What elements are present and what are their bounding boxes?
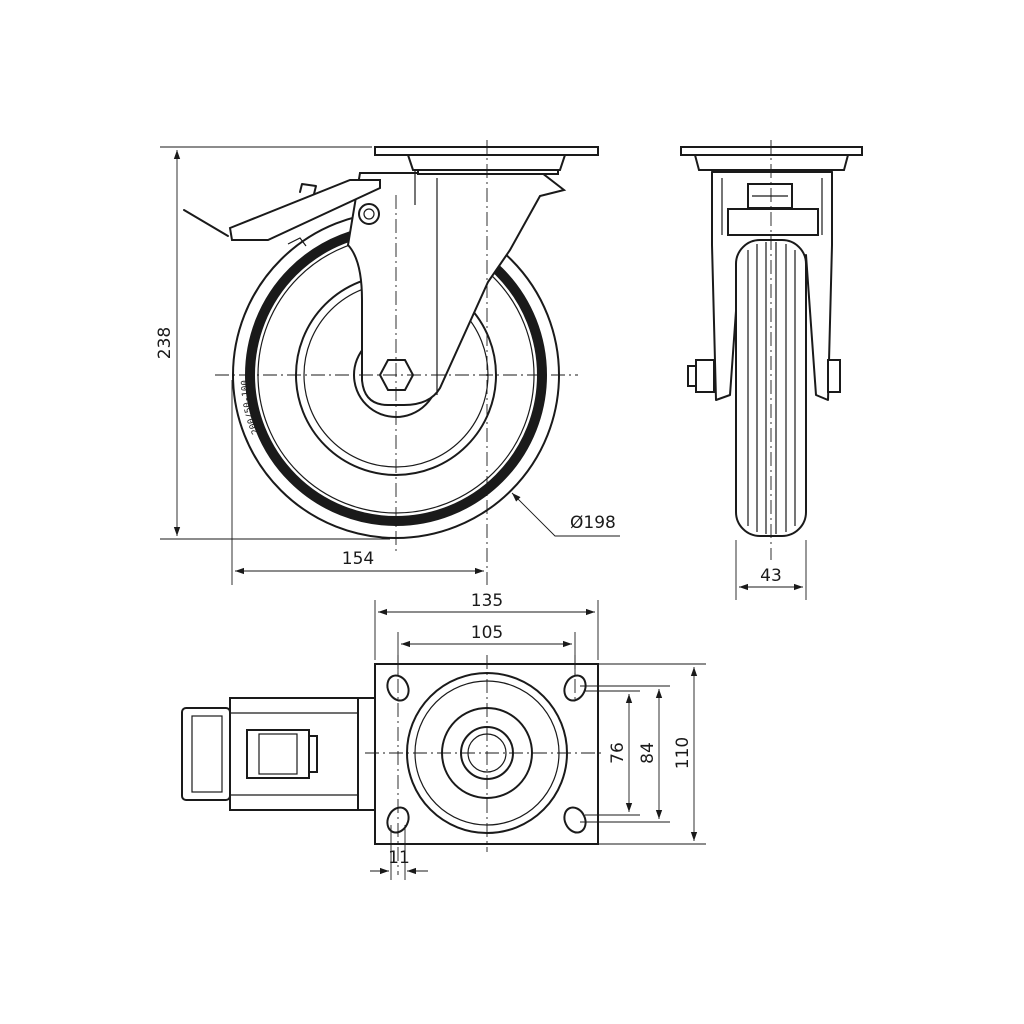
front-top-plate — [680, 146, 863, 156]
fork-body — [346, 172, 567, 406]
front-tread-ribs — [747, 242, 796, 534]
dim-overall-height: 238 — [155, 327, 175, 359]
top-brake-pedal-inner — [191, 715, 223, 793]
dim-bolt-spacing-width-inner: 76 — [608, 742, 628, 764]
top-brake-clip — [308, 735, 318, 773]
front-axle-cap — [687, 365, 697, 387]
plate-hub — [406, 154, 567, 171]
front-plate-hub — [693, 154, 850, 171]
front-fork-left — [711, 171, 741, 401]
front-axle-nut-left — [695, 359, 715, 393]
brake-pivot-inner — [363, 208, 375, 220]
bolt-hole-top-right — [563, 674, 587, 702]
top-view: 135 105 76 84 110 11 — [181, 591, 706, 880]
brake-pedal — [228, 179, 381, 241]
top-brake-button — [246, 729, 310, 779]
top-plate-outline — [374, 663, 599, 845]
bolt-hole-top-left — [386, 674, 410, 702]
dim-swivel-offset: 154 — [342, 549, 374, 569]
side-view: 200/50-100 238 154 Ø198 — [155, 140, 620, 585]
dim-bolt-spacing-width-outer: 84 — [638, 742, 658, 764]
brake-pivot-outer — [358, 203, 380, 225]
dim-wheel-width: 43 — [760, 566, 782, 586]
bolt-holes — [386, 674, 587, 834]
dim-plate-width: 110 — [673, 737, 693, 769]
top-plate — [374, 146, 599, 156]
dim-wheel-diameter: Ø198 — [570, 513, 616, 533]
dim-plate-length: 135 — [471, 591, 503, 611]
brake-shoe — [287, 237, 307, 247]
front-view: 43 — [680, 140, 863, 600]
leader-diameter — [511, 492, 620, 537]
top-brake-neck — [357, 697, 376, 811]
top-brake-button-inner — [258, 733, 298, 775]
front-axle-nut-right — [827, 359, 841, 393]
bolt-hole-bottom-left — [386, 806, 410, 834]
dim-bolt-hole: 11 — [388, 848, 410, 868]
dim-bolt-spacing-length: 105 — [471, 623, 503, 643]
brake-tab — [299, 183, 317, 195]
bolt-hole-bottom-right — [563, 806, 587, 834]
bearing-block — [417, 169, 559, 175]
brake-lever — [183, 209, 229, 237]
top-brake-pedal-pad — [181, 707, 231, 801]
front-fork-right — [805, 171, 833, 401]
front-brake-housing — [727, 208, 819, 236]
